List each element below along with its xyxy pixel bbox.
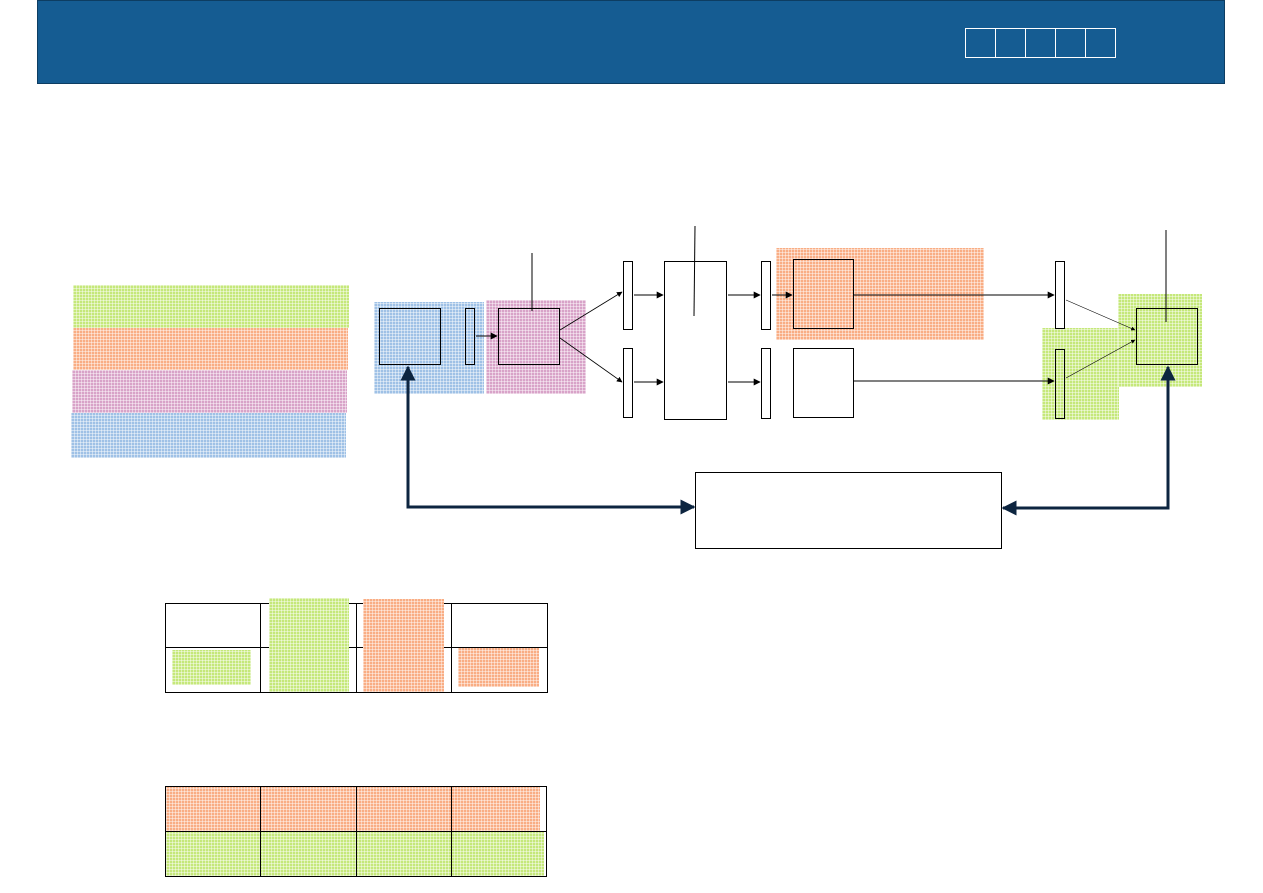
nav-box-5[interactable] (1085, 28, 1116, 58)
page-navigation (965, 28, 1116, 58)
legend-pink (72, 370, 347, 413)
table2-cell (452, 832, 546, 876)
upper-input-bar (623, 261, 633, 330)
upper-block[interactable] (793, 259, 854, 329)
table2-green-row (166, 831, 544, 876)
combiner-region (1042, 328, 1119, 420)
stage2-block[interactable] (498, 308, 560, 365)
table1-cell (166, 604, 260, 647)
table2-cell (357, 832, 451, 876)
table1-orange-cell (458, 648, 539, 687)
table1-col-divider-1 (260, 603, 261, 693)
table2-cell (357, 787, 451, 831)
lower-right-bar (1055, 349, 1065, 419)
legend-green (73, 285, 349, 328)
table1-col-divider-2 (356, 603, 357, 693)
table2-cell (261, 787, 356, 831)
central-block[interactable] (664, 261, 727, 420)
lower-input-bar (623, 348, 633, 418)
arrow-stage2-upper (559, 291, 623, 331)
arrow-right-upper-output (1065, 299, 1136, 331)
table1-orange-column (363, 599, 444, 692)
upper-path-region (776, 248, 984, 340)
feedback-right-loop (1003, 365, 1176, 510)
arrow-stage2-lower (559, 337, 623, 383)
upper-mid-bar (761, 261, 771, 330)
stage2-region (486, 300, 586, 394)
table2-row-divider (165, 831, 547, 832)
legend-orange (73, 328, 348, 370)
source-block[interactable] (379, 308, 441, 365)
table2-cell (452, 787, 546, 831)
source-connector-bar (465, 308, 475, 365)
leader-central (693, 225, 696, 317)
header-bar (37, 0, 1225, 84)
upper-right-bar (1055, 261, 1065, 329)
lower-block[interactable] (793, 348, 854, 418)
feedback-left-loop (400, 365, 694, 509)
table2-orange-row (166, 787, 540, 831)
table2-cell (166, 832, 260, 876)
arrow-right-lower-output (1065, 339, 1136, 379)
table1-cell (452, 604, 547, 647)
lower-mid-bar (761, 348, 771, 419)
table1-green-column (269, 598, 349, 692)
table1-col-divider-3 (451, 603, 452, 693)
table2-cell (261, 832, 356, 876)
output-block[interactable] (1136, 308, 1198, 365)
legend-blue (71, 413, 346, 458)
table2-cell (166, 787, 260, 831)
table1-green-cell (172, 650, 251, 685)
